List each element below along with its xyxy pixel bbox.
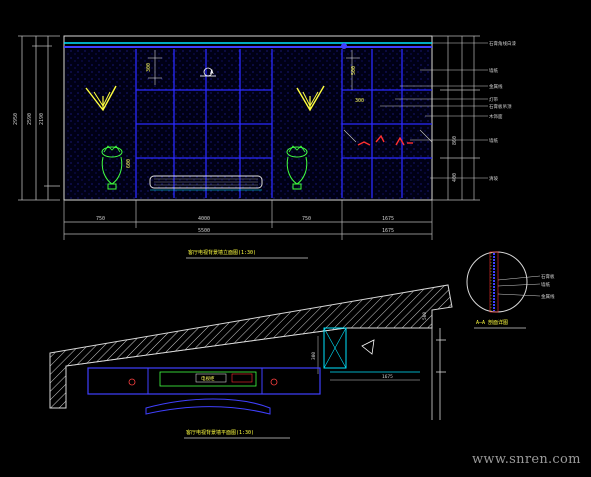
plan-section-arrow-icon	[361, 339, 375, 355]
bottom-dimension-chain	[63, 200, 433, 240]
tv-wall-grid	[135, 49, 273, 198]
vase-left-icon	[101, 145, 123, 190]
plan-dim: 300	[311, 352, 317, 360]
detail-annotation: 墙纸	[541, 281, 550, 288]
shelf-decor	[357, 134, 413, 146]
inner-dim-3: 300	[355, 98, 364, 104]
plan-label: 电视柜	[201, 375, 215, 382]
plan-dim: 500	[422, 312, 428, 320]
right-dimension-chain	[432, 35, 480, 201]
section-mark-a-icon	[200, 67, 216, 77]
detail-caption: A—A 剖面详图	[476, 319, 508, 326]
inner-dim-4: 600	[126, 159, 132, 168]
plan-view: 300 1675 500 电视柜 客厅	[49, 284, 453, 439]
elevation-caption: 客厅电视背景墙立面图(1:30)	[188, 249, 256, 256]
height-dim-upper: 2190	[39, 113, 45, 125]
width-dim-total: 5500	[198, 228, 210, 234]
annotation-label: 石膏板吊顶	[489, 103, 512, 110]
width-dim: 750	[96, 216, 105, 222]
section-box: 300	[311, 327, 347, 374]
elevation-wall-frame	[63, 35, 433, 201]
tv-cabinet-elevation	[149, 175, 263, 191]
tv-cabinet-plan	[87, 367, 321, 395]
vase-right-icon	[286, 145, 308, 190]
width-dim: 750	[302, 216, 311, 222]
width-dim: 1675	[382, 216, 394, 222]
annotation-label: 木饰面	[489, 113, 503, 120]
watermark: www.snren.com	[472, 452, 581, 467]
left-dimension-chain	[18, 35, 60, 201]
right-cabinet-grid	[341, 49, 432, 198]
inner-dim-2: 500	[351, 66, 357, 75]
annotation-label: 墙纸	[489, 67, 498, 74]
detail-view: 石膏板 墙纸 金属线 A—A 剖面详图	[466, 251, 555, 329]
annotation-leaders	[380, 42, 488, 179]
detail-annotation: 金属线	[541, 293, 555, 300]
annotation-label: 清玻	[489, 175, 498, 182]
height-dim-total: 2950	[13, 113, 19, 125]
width-dim: 4000	[198, 216, 210, 222]
plan-caption: 客厅电视背景墙平面图(1:30)	[186, 429, 254, 436]
section-mark-label: A	[210, 69, 214, 76]
plan-dim: 1675	[382, 374, 393, 380]
inner-dim-1: 300	[146, 63, 152, 72]
width-dim-total: 1675	[382, 228, 394, 234]
wall-lamp-right-icon	[296, 85, 325, 112]
detail-circle	[466, 251, 528, 313]
hatched-wall	[49, 284, 453, 409]
annotation-label: 墙纸	[489, 137, 498, 144]
wall-lamp-left-icon	[85, 85, 117, 112]
height-dim-main: 2590	[27, 113, 33, 125]
plan-rug	[145, 398, 271, 415]
elevation-view: 2950 2590 2190	[13, 35, 516, 259]
height-dim-bottom: 400	[452, 173, 458, 182]
annotation-label: 灯带	[489, 96, 498, 103]
detail-annotation: 石膏板	[541, 273, 555, 280]
height-dim-lower: 860	[452, 136, 458, 145]
annotation-label: 石膏角线白漆	[489, 40, 516, 47]
annotation-label: 金属线	[489, 83, 503, 90]
